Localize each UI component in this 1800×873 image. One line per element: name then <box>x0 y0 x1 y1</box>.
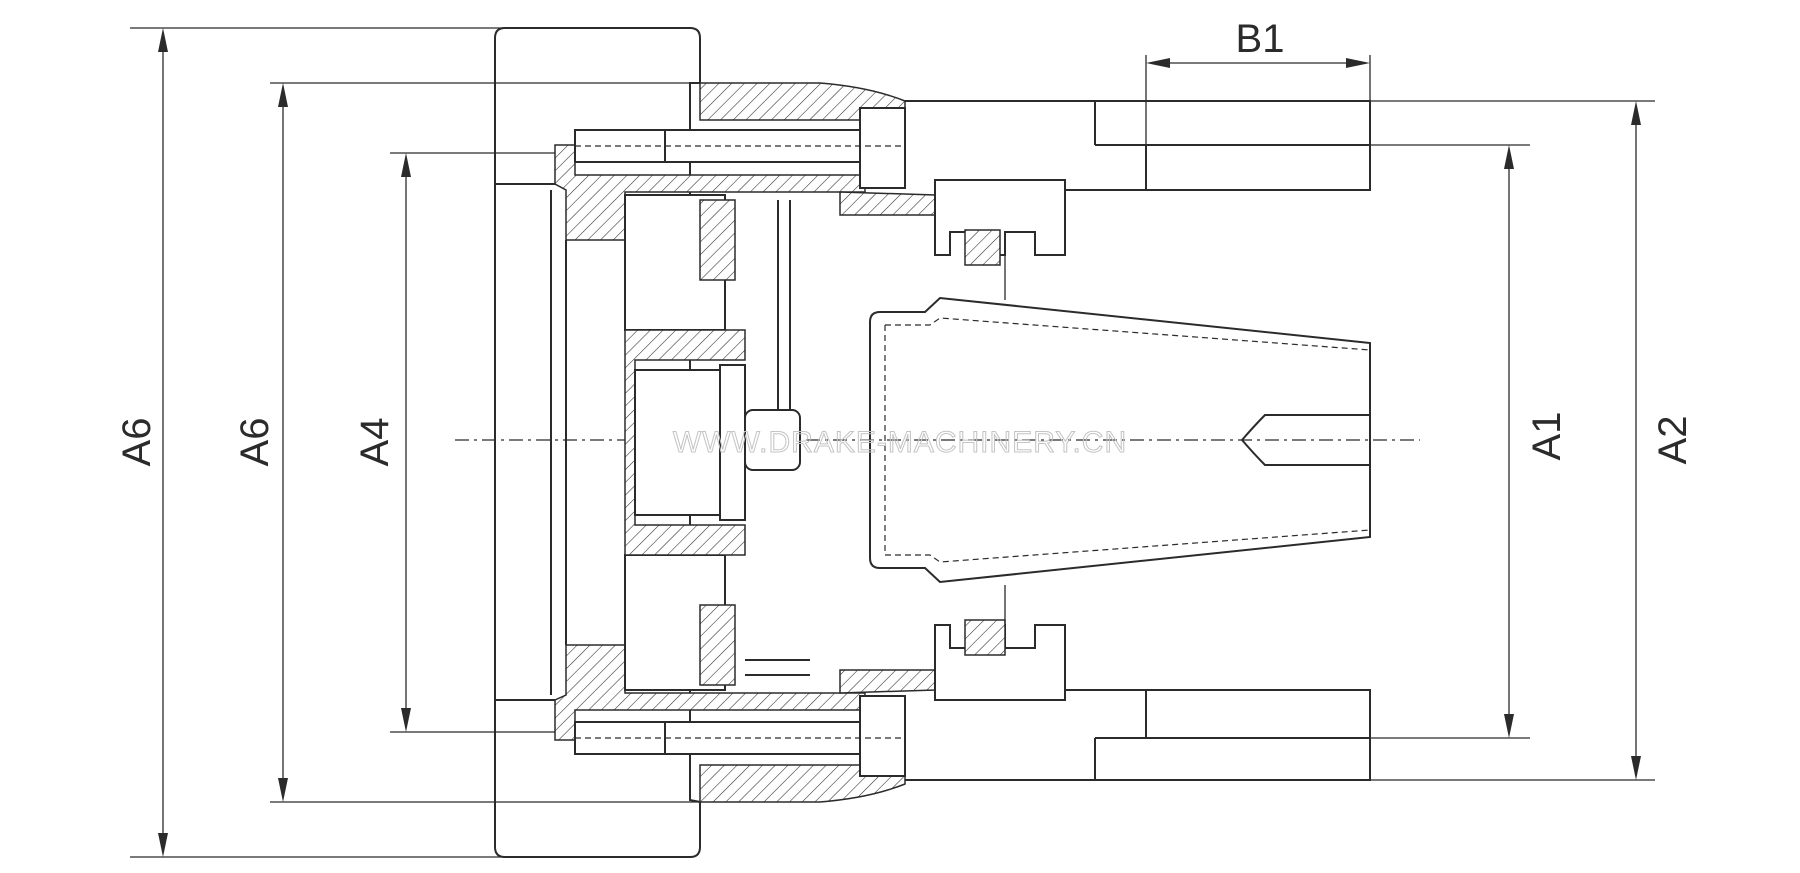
label-a6-outer: A6 <box>115 418 159 467</box>
label-a4: A4 <box>353 418 397 467</box>
label-a1: A1 <box>1525 412 1569 461</box>
bolt-top <box>574 107 906 189</box>
dimension-line-a6-inner <box>278 83 288 802</box>
body-section-top <box>554 82 936 241</box>
main-body <box>905 100 1371 781</box>
watermark: WWW.DRAKE-MACHINERY.CN <box>673 426 1127 459</box>
flange <box>494 27 701 858</box>
collet <box>869 296 1371 584</box>
jaw-bottom <box>934 585 1066 701</box>
dimension-line-a4 <box>401 153 411 732</box>
dimension-line-a1 <box>1504 145 1514 738</box>
jaw-top <box>934 179 1066 300</box>
dimension-line-a6-outer <box>158 28 168 857</box>
label-a6-inner: A6 <box>233 418 277 467</box>
label-b1: B1 <box>1236 17 1285 61</box>
piston-stack <box>624 194 810 691</box>
bolt-bottom <box>574 695 906 777</box>
dimension-line-a2 <box>1631 101 1641 780</box>
dimension-line-b1 <box>1146 58 1370 68</box>
label-a2: A2 <box>1651 416 1695 465</box>
